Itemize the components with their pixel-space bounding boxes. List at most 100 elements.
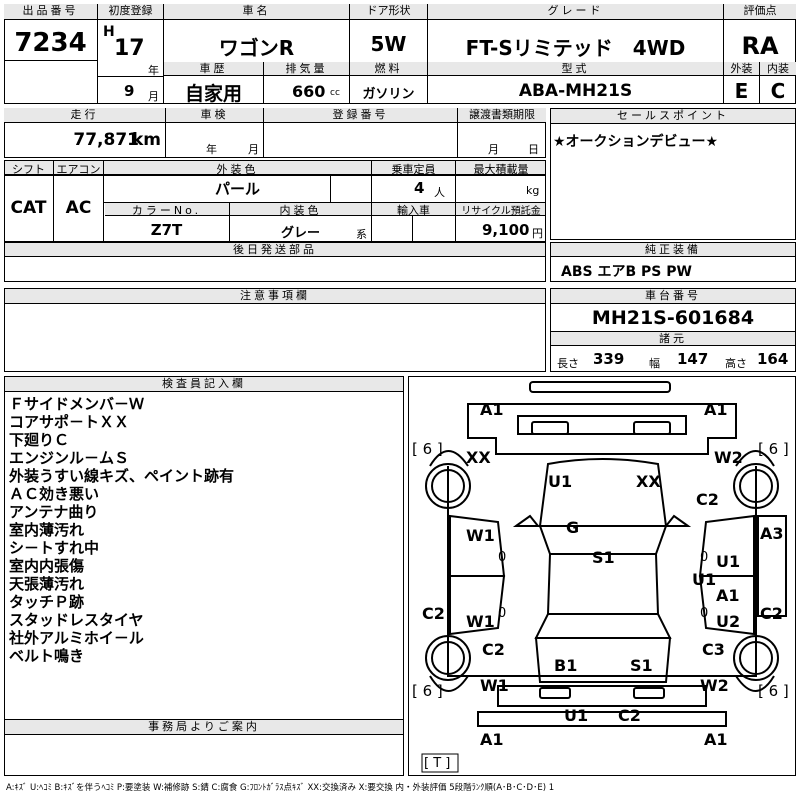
code-a1-right: A1 xyxy=(716,586,740,605)
int-color: グレー xyxy=(280,226,320,241)
grade: FT-Sリミテッド 4WD xyxy=(465,36,686,60)
door-cell: ドア形状 5W xyxy=(350,4,428,66)
width-label: 幅 xyxy=(649,357,660,370)
exterior-cell: 外装 E xyxy=(724,62,760,104)
fuel-cell: 燃料 ガソリン xyxy=(350,62,428,104)
recycle-label: リサイクル預託金 xyxy=(461,206,541,217)
equip: ABS エアB PS PW xyxy=(561,264,692,280)
mileage: 77,871 xyxy=(73,130,139,150)
note-line: コアサポ－トＸＸ xyxy=(9,413,130,431)
note-line: スタッドレスタイヤ xyxy=(9,611,144,629)
code-zero-left-2: 0 xyxy=(498,606,507,621)
note-line: ベルト鳴き xyxy=(9,647,85,665)
history: 自家用 xyxy=(184,83,242,105)
equip-label: 純正装備 xyxy=(551,243,795,257)
note-line: アンテナ曲り xyxy=(9,503,99,521)
interior-grade: C xyxy=(770,79,786,103)
recycle-unit: 円 xyxy=(532,227,543,240)
year-unit: 年 xyxy=(148,64,159,77)
car-diagram-box xyxy=(408,376,796,776)
length: 339 xyxy=(593,350,625,368)
int-color-unit: 系 xyxy=(356,228,367,241)
note-line: 外装うすい線キズ、ペイント跡有 xyxy=(9,467,235,485)
grade-label: グレード xyxy=(428,4,723,20)
ext-color-label: 外装色 xyxy=(216,163,259,176)
row3b-header-bg xyxy=(105,203,545,216)
color-no-label: カラーNo. xyxy=(131,204,202,217)
model: ABA-MH21S xyxy=(518,81,633,101)
note-line: エンジンル－ムＳ xyxy=(9,449,130,467)
notes-box: 注意事項欄 xyxy=(4,288,546,372)
code-a1-top-left: A1 xyxy=(480,400,504,419)
insp-year: 年 xyxy=(206,143,217,156)
exterior-grade: E xyxy=(734,79,749,103)
code-c2-rear: C2 xyxy=(618,706,641,725)
color-no-cell: カラーNo. Z7T xyxy=(104,202,230,242)
chassis-box: 車台番号 MH21S-601684 諸元 長さ 339 幅 147 高さ 164 xyxy=(550,288,796,372)
height-label: 高さ xyxy=(725,357,747,370)
code-xx-left: XX xyxy=(466,448,491,467)
code-bracket6-right-2: [ 6 ] xyxy=(758,682,789,700)
code-w1-left-2: W1 xyxy=(466,612,495,631)
interior-label: 内装 xyxy=(760,62,796,76)
width: 147 xyxy=(677,350,709,368)
row3-header-bg xyxy=(5,161,545,175)
code-zero-right-2: 0 xyxy=(700,606,709,621)
transfer-month: 月 xyxy=(488,143,499,156)
note-line: 室内薄汚れ xyxy=(9,521,85,539)
int-color-cell: 内装色 グレー 系 xyxy=(230,202,372,242)
transfer-label: 譲渡書類期限 xyxy=(458,108,546,123)
code-zero-right-1: 0 xyxy=(700,550,709,565)
load-cell: 最大積載量 kg xyxy=(456,160,546,202)
code-s1-rear: S1 xyxy=(630,656,653,675)
legend: A:ｷｽﾞ U:ﾍｺﾐ B:ｷｽﾞを伴うﾍｺﾐ P:要塗装 W:補修跡 S:錆 … xyxy=(6,783,555,793)
capacity-label: 乗車定員 xyxy=(391,163,436,176)
door-type: 5W xyxy=(370,32,407,56)
interior-cell: 内装 C xyxy=(760,62,796,104)
note-line: 天張薄汚れ xyxy=(9,575,85,593)
note-line: タッチＰ跡 xyxy=(9,593,85,611)
note-line: Ｆサイドメンバ－Ｗ xyxy=(9,395,145,413)
load-label: 最大積載量 xyxy=(473,163,529,176)
code-u1-right-1: U1 xyxy=(716,552,741,571)
code-a1-top-right: A1 xyxy=(704,400,728,419)
color-no: Z7T xyxy=(150,221,183,239)
note-line: 社外アルミホイ－ル xyxy=(9,629,144,647)
history-cell: 車歴 自家用 xyxy=(164,62,264,105)
grade-cell: グレード FT-Sリミテッド 4WD xyxy=(428,4,724,66)
fuel: ガソリン xyxy=(362,87,415,102)
code-w2-right-2: W2 xyxy=(700,676,729,695)
notes-label: 注意事項欄 xyxy=(5,289,545,304)
score-cell: 評価点 RA xyxy=(724,4,796,66)
mileage-label: 走行 xyxy=(4,108,165,123)
note-line: シ－トすれ中 xyxy=(9,539,100,557)
inspection-cell: 車検 年 月 xyxy=(166,108,264,158)
era: H xyxy=(103,24,115,40)
sales-point-box: セールスポイント ★オークションデビュー★ xyxy=(550,108,796,240)
import-label: 輸入車 xyxy=(397,204,430,217)
code-c2-left-2: C2 xyxy=(482,640,505,659)
spec-label: 諸元 xyxy=(551,332,795,346)
later-label: 後日発送部品 xyxy=(5,243,545,257)
length-label: 長さ xyxy=(557,357,579,370)
code-u1-hood: U1 xyxy=(548,472,573,491)
code-c2-right-2: C2 xyxy=(760,604,783,623)
note-line: 下廻りＣ xyxy=(9,431,70,449)
first-reg-cell: 初度登録 H 17 年 9 月 xyxy=(98,4,164,104)
capacity-unit: 人 xyxy=(434,186,445,199)
fuel-label: 燃料 xyxy=(350,62,427,76)
code-b1: B1 xyxy=(554,656,578,675)
code-u1-right-2: U1 xyxy=(692,570,717,589)
ext-color: パール xyxy=(214,180,260,198)
score: RA xyxy=(741,32,779,60)
mileage-cell: 走行 77,871 km xyxy=(4,108,166,158)
transfer-cell: 譲渡書類期限 月 日 xyxy=(458,108,546,158)
reg-no-label: 登録番号 xyxy=(264,108,457,123)
code-zero-left-1: 0 xyxy=(498,550,507,565)
exterior-label: 外装 xyxy=(724,62,759,76)
code-w1-left-3: W1 xyxy=(480,676,509,695)
code-c3-right: C3 xyxy=(702,640,725,659)
code-u1-rear: U1 xyxy=(564,706,589,725)
int-color-label: 内装色 xyxy=(279,204,322,217)
note-line: ＡＣ効き悪い xyxy=(9,485,100,503)
